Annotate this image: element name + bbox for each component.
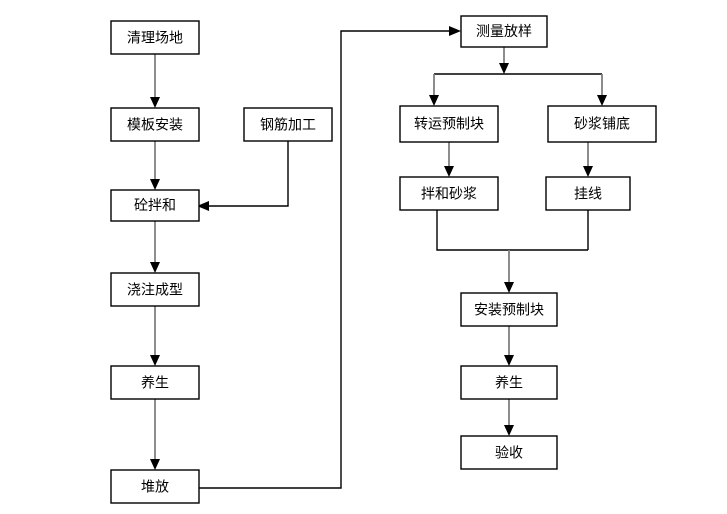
node-zhuanyunyuzhikuai[interactable]: 转运预制块 — [399, 105, 499, 143]
edge-gangjinjiagong-to-tongbanhe — [197, 141, 289, 211]
edge-splitbar-to-shajiangpudi — [597, 74, 607, 106]
node-label: 浇注成型 — [127, 283, 183, 299]
node-qinglichangdi[interactable]: 清理场地 — [110, 20, 200, 55]
node-duifang[interactable]: 堆放 — [110, 469, 200, 504]
edge-banheshajiang-to-mergebar — [436, 210, 588, 251]
node-gangjinjiagong[interactable]: 钢筋加工 — [243, 107, 333, 142]
node-label: 养生 — [495, 376, 523, 392]
edge-celiangfangyang-to-splitbar — [499, 47, 509, 74]
node-label: 验收 — [495, 446, 523, 462]
edge-mergebar-to-anzhuangyuzhikuai — [504, 250, 514, 293]
node-yanshou[interactable]: 验收 — [460, 435, 558, 470]
node-label: 清理场地 — [127, 31, 183, 47]
node-label: 转运预制块 — [414, 117, 484, 133]
edge-qinglichangdi-to-mubananzhuang — [150, 54, 160, 108]
node-label: 测量放样 — [476, 24, 532, 40]
node-tongbanhe[interactable]: 砼拌和 — [110, 189, 200, 222]
edge-anzhuangyuzhikuai-to-yangsheng — [504, 326, 514, 366]
edge-mubananzhuang-to-tongbanhe — [150, 141, 160, 190]
node-celiangfangyang[interactable]: 测量放样 — [460, 15, 548, 48]
node-label: 砼拌和 — [134, 198, 176, 214]
node-yangsheng-right[interactable]: 养生 — [460, 365, 558, 400]
node-label: 模板安装 — [127, 118, 183, 134]
node-anzhuangyuzhikuai[interactable]: 安装预制块 — [460, 292, 558, 327]
node-shajiangpudi[interactable]: 砂浆铺底 — [547, 105, 657, 143]
edge-duifang-to-celiangfangyang — [199, 26, 461, 489]
edge-splitbar-to-zhuanyunyuzhikuai — [429, 74, 439, 106]
node-mubananzhuang[interactable]: 模板安装 — [110, 107, 200, 142]
edge-tongbanhe-to-jiaozhuchengxing — [150, 221, 160, 273]
edge-yangsheng-to-duifang — [150, 399, 160, 470]
node-label: 养生 — [141, 376, 169, 392]
edge-jiaozhuchengxing-to-yangsheng — [150, 306, 160, 366]
edge-zhuanyunyuzhikuai-to-banheshajiang — [444, 142, 454, 177]
node-label: 安装预制块 — [474, 303, 544, 319]
node-label: 拌和砂浆 — [421, 187, 477, 203]
node-label: 挂线 — [574, 187, 602, 203]
edge-yangsheng-to-yanshou — [504, 399, 514, 436]
node-label: 钢筋加工 — [260, 117, 316, 134]
node-banheshajiang[interactable]: 拌和砂浆 — [399, 176, 499, 211]
node-label: 砂浆铺底 — [574, 117, 630, 133]
node-yangsheng-left[interactable]: 养生 — [110, 365, 200, 400]
node-guaxian[interactable]: 挂线 — [545, 176, 631, 211]
node-label: 堆放 — [141, 480, 169, 496]
edge-shajiangpudi-to-guaxian — [583, 142, 593, 177]
node-jiaozhuchengxing[interactable]: 浇注成型 — [110, 272, 200, 307]
